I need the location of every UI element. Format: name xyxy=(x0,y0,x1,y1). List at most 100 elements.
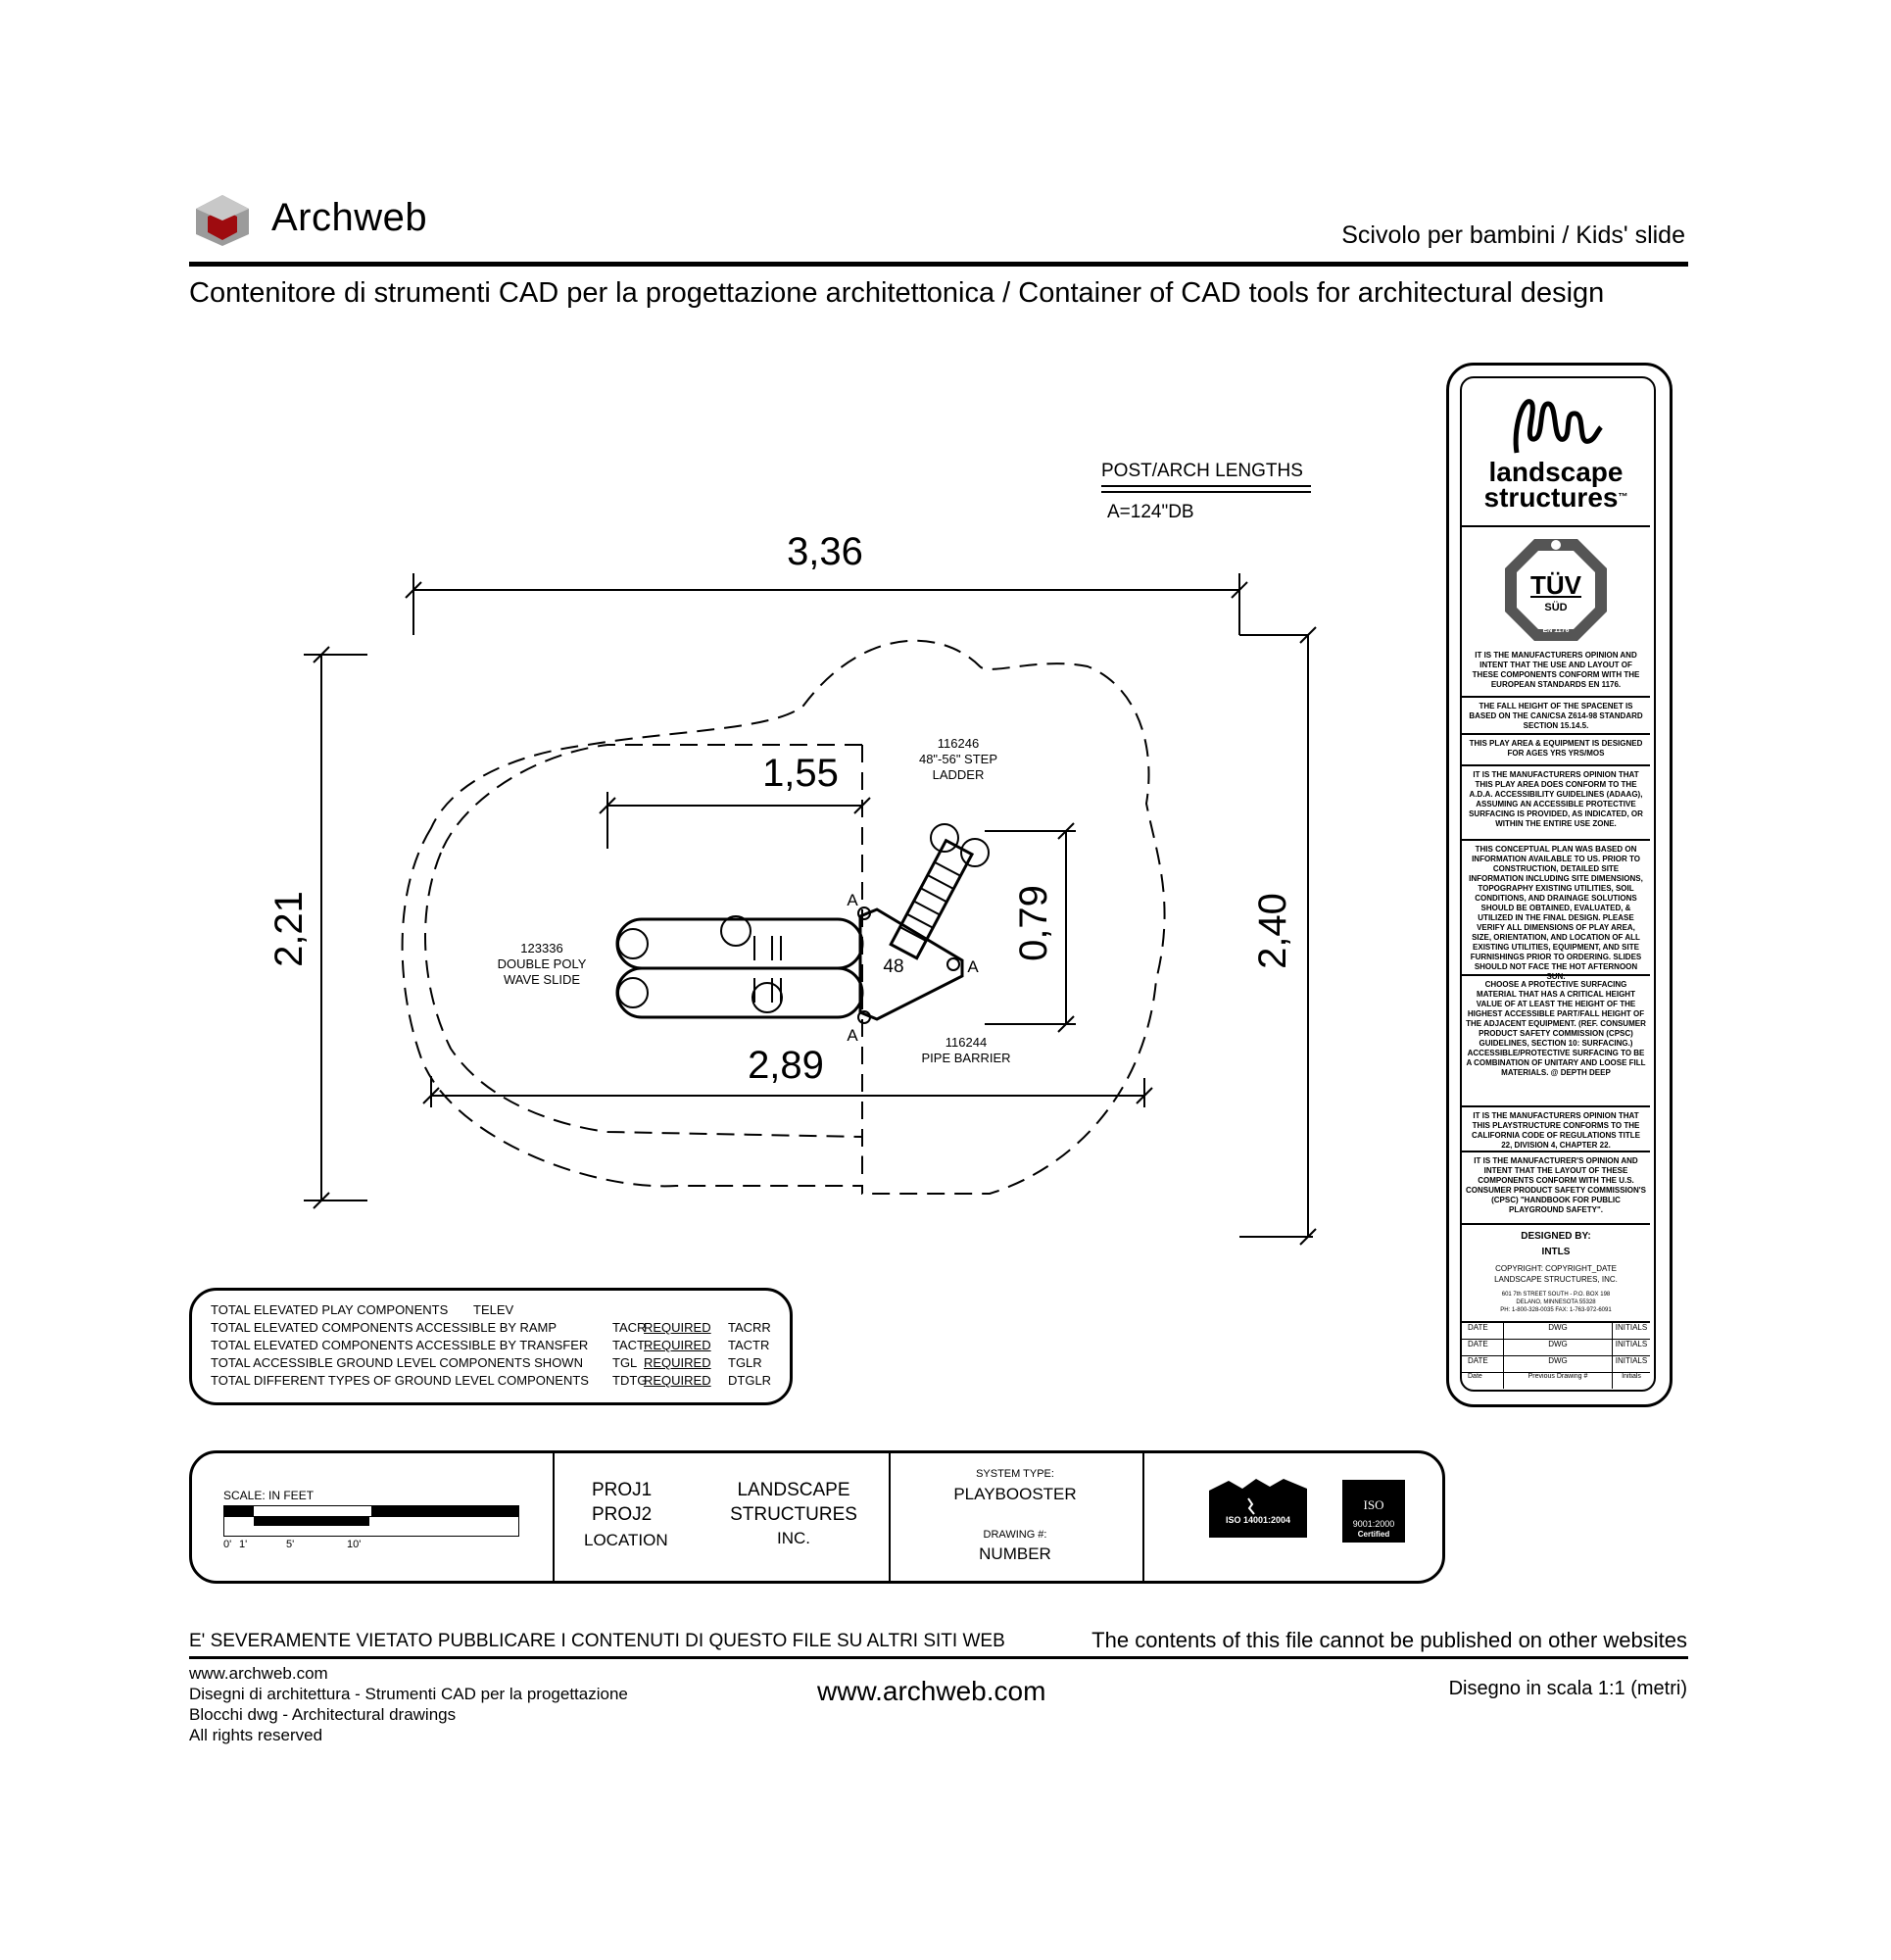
footer-url-small[interactable]: www.archweb.com xyxy=(189,1664,328,1683)
note-4: IT IS THE MANUFACTURERS OPINION THAT THI… xyxy=(1469,770,1643,828)
scale-tick-10: 10' xyxy=(347,1539,362,1550)
slide-lane-bottom xyxy=(615,966,864,1019)
rev-dwg: DWG xyxy=(1504,1323,1613,1339)
logo-text-1: landscape xyxy=(1488,457,1624,487)
drawing-number: NUMBER xyxy=(979,1544,1051,1563)
note-7: IT IS THE MANUFACTURERS OPINION THAT THI… xyxy=(1472,1111,1640,1150)
note-divider-7 xyxy=(1462,1151,1650,1152)
company-3: INC. xyxy=(777,1529,810,1547)
company-1: LANDSCAPE xyxy=(737,1480,850,1500)
row-value: DTGLR xyxy=(728,1373,772,1388)
company: LANDSCAPE STRUCTURES, INC. xyxy=(1494,1275,1618,1284)
post-arch-heading: POST/ARCH LENGTHS xyxy=(1101,461,1303,481)
tuv-octagon-icon xyxy=(1505,539,1607,641)
row-label: TOTAL ACCESSIBLE GROUND LEVEL COMPONENTS… xyxy=(211,1355,583,1370)
dim-deck-width: 1,55 xyxy=(762,752,839,795)
logo-text-2: structures™ xyxy=(1460,484,1652,512)
rev-date: DATE xyxy=(1462,1323,1504,1339)
rev-dwg: DWG xyxy=(1504,1356,1613,1372)
row-required: REQUIRED xyxy=(644,1373,711,1388)
components-row: TOTAL ELEVATED COMPONENTS ACCESSIBLE BY … xyxy=(211,1319,789,1337)
note-divider-5 xyxy=(1462,974,1650,976)
iso-9001-badge-icon xyxy=(1342,1480,1405,1543)
tuv-sub: SÜD xyxy=(1544,602,1568,613)
system-type: PLAYBOOSTER xyxy=(953,1485,1077,1503)
row-label: TOTAL ELEVATED COMPONENTS ACCESSIBLE BY … xyxy=(211,1320,558,1335)
row-required: REQUIRED xyxy=(644,1338,711,1352)
barrier-label-2: PIPE BARRIER xyxy=(921,1051,1010,1065)
row-label: TOTAL ELEVATED PLAY COMPONENTS xyxy=(211,1302,449,1317)
row-code: TDTG xyxy=(612,1373,648,1388)
rev-dwg: Previous Drawing # xyxy=(1504,1373,1613,1389)
post-marker-bottom: A xyxy=(847,1026,858,1045)
components-table xyxy=(189,1288,793,1405)
note-8: IT IS THE MANUFACTURER'S OPINION AND INT… xyxy=(1466,1156,1646,1214)
note-3: THIS PLAY AREA & EQUIPMENT IS DESIGNED F… xyxy=(1469,739,1643,758)
side-panel-inner xyxy=(1460,376,1656,1392)
row-value: TACTR xyxy=(728,1338,770,1352)
ladder-label-3: LADDER xyxy=(933,767,985,782)
copyright: COPYRIGHT: COPYRIGHT_DATE xyxy=(1495,1264,1617,1273)
footer-url-big[interactable]: www.archweb.com xyxy=(817,1676,1046,1706)
title-block-divider-3 xyxy=(1142,1453,1144,1581)
row-value: TGLR xyxy=(728,1355,762,1370)
company-2: STRUCTURES xyxy=(730,1504,857,1525)
ladder-label-2: 48"-56" STEP xyxy=(919,752,997,766)
scale-label: SCALE: IN FEET xyxy=(223,1489,315,1502)
brand-name: Archweb xyxy=(271,196,428,239)
drawing-title: Scivolo per bambini / Kids' slide xyxy=(1341,221,1685,249)
dim-height-left: 2,21 xyxy=(267,891,311,967)
ladder-label-1: 116246 xyxy=(938,736,979,751)
note-divider-3 xyxy=(1462,764,1650,766)
warning-en: The contents of this file cannot be publ… xyxy=(1091,1628,1687,1652)
iso-9001-sub: 9001:2000 xyxy=(1352,1519,1395,1529)
note-6: CHOOSE A PROTECTIVE SURFACING MATERIAL T… xyxy=(1466,980,1646,1077)
trademark-mark: ™ xyxy=(1618,492,1628,503)
scale-seg-1 xyxy=(224,1506,254,1516)
iso-9001-text: ISO xyxy=(1363,1497,1384,1512)
use-zone-outer xyxy=(401,639,1166,1195)
title-block-divider-2 xyxy=(889,1453,891,1581)
tuv-norm: EN 1176 xyxy=(1542,627,1570,634)
slide-lane-top xyxy=(615,917,864,970)
designed-by-label: DESIGNED BY: xyxy=(1521,1231,1591,1242)
rev-row: Date Previous Drawing # Initials xyxy=(1462,1373,1650,1389)
post-marker-right: A xyxy=(967,957,979,976)
note-divider-2 xyxy=(1462,733,1650,735)
scale-tick-0: 0' xyxy=(223,1539,232,1550)
rev-row: DATE DWG INITIALS xyxy=(1462,1356,1650,1373)
slide-label-1: 123336 xyxy=(520,941,562,956)
note-2: THE FALL HEIGHT OF THE SPACENET IS BASED… xyxy=(1469,702,1643,730)
note-1: IT IS THE MANUFACTURERS OPINION AND INTE… xyxy=(1472,651,1640,689)
project-location: LOCATION xyxy=(584,1531,668,1549)
note-divider-1 xyxy=(1462,696,1650,698)
rev-row: DATE DWG INITIALS xyxy=(1462,1323,1650,1340)
components-row: TOTAL ELEVATED PLAY COMPONENTS TELEV xyxy=(211,1301,789,1319)
rev-initials: INITIALS xyxy=(1615,1340,1648,1348)
components-row: TOTAL ACCESSIBLE GROUND LEVEL COMPONENTS… xyxy=(211,1354,789,1372)
components-row: TOTAL ELEVATED COMPONENTS ACCESSIBLE BY … xyxy=(211,1337,789,1354)
ladder xyxy=(889,838,975,960)
header-subtitle: Contenitore di strumenti CAD per la prog… xyxy=(189,277,1605,309)
deck-height: 48 xyxy=(883,956,903,977)
dim-ladder: 0,79 xyxy=(1012,885,1055,961)
barrier-label-1: 116244 xyxy=(946,1035,987,1050)
title-block-divider-1 xyxy=(553,1453,555,1581)
scale-bar xyxy=(223,1505,519,1537)
scale-note: Disegno in scala 1:1 (metri) xyxy=(1448,1678,1687,1699)
warning-it: E' SEVERAMENTE VIETATO PUBBLICARE I CONT… xyxy=(189,1631,1005,1651)
slide-label-2: DOUBLE POLY xyxy=(498,956,587,971)
footer-line-2: Disegni di architettura - Strumenti CAD … xyxy=(189,1685,628,1703)
row-code: TACR xyxy=(612,1320,647,1335)
rev-initials: INITIALS xyxy=(1615,1356,1648,1365)
rev-row: DATE DWG INITIALS xyxy=(1462,1340,1650,1356)
row-code: TGL xyxy=(612,1355,638,1370)
rev-dwg: DWG xyxy=(1504,1340,1613,1355)
side-panel xyxy=(1446,363,1673,1407)
footer-line-4: All rights reserved xyxy=(189,1726,323,1744)
tuv-main: TÜV xyxy=(1530,570,1581,600)
designer: INTLS xyxy=(1541,1247,1571,1257)
rev-date: DATE xyxy=(1462,1356,1504,1372)
iso-14001-text: ISO 14001:2004 xyxy=(1225,1515,1291,1525)
